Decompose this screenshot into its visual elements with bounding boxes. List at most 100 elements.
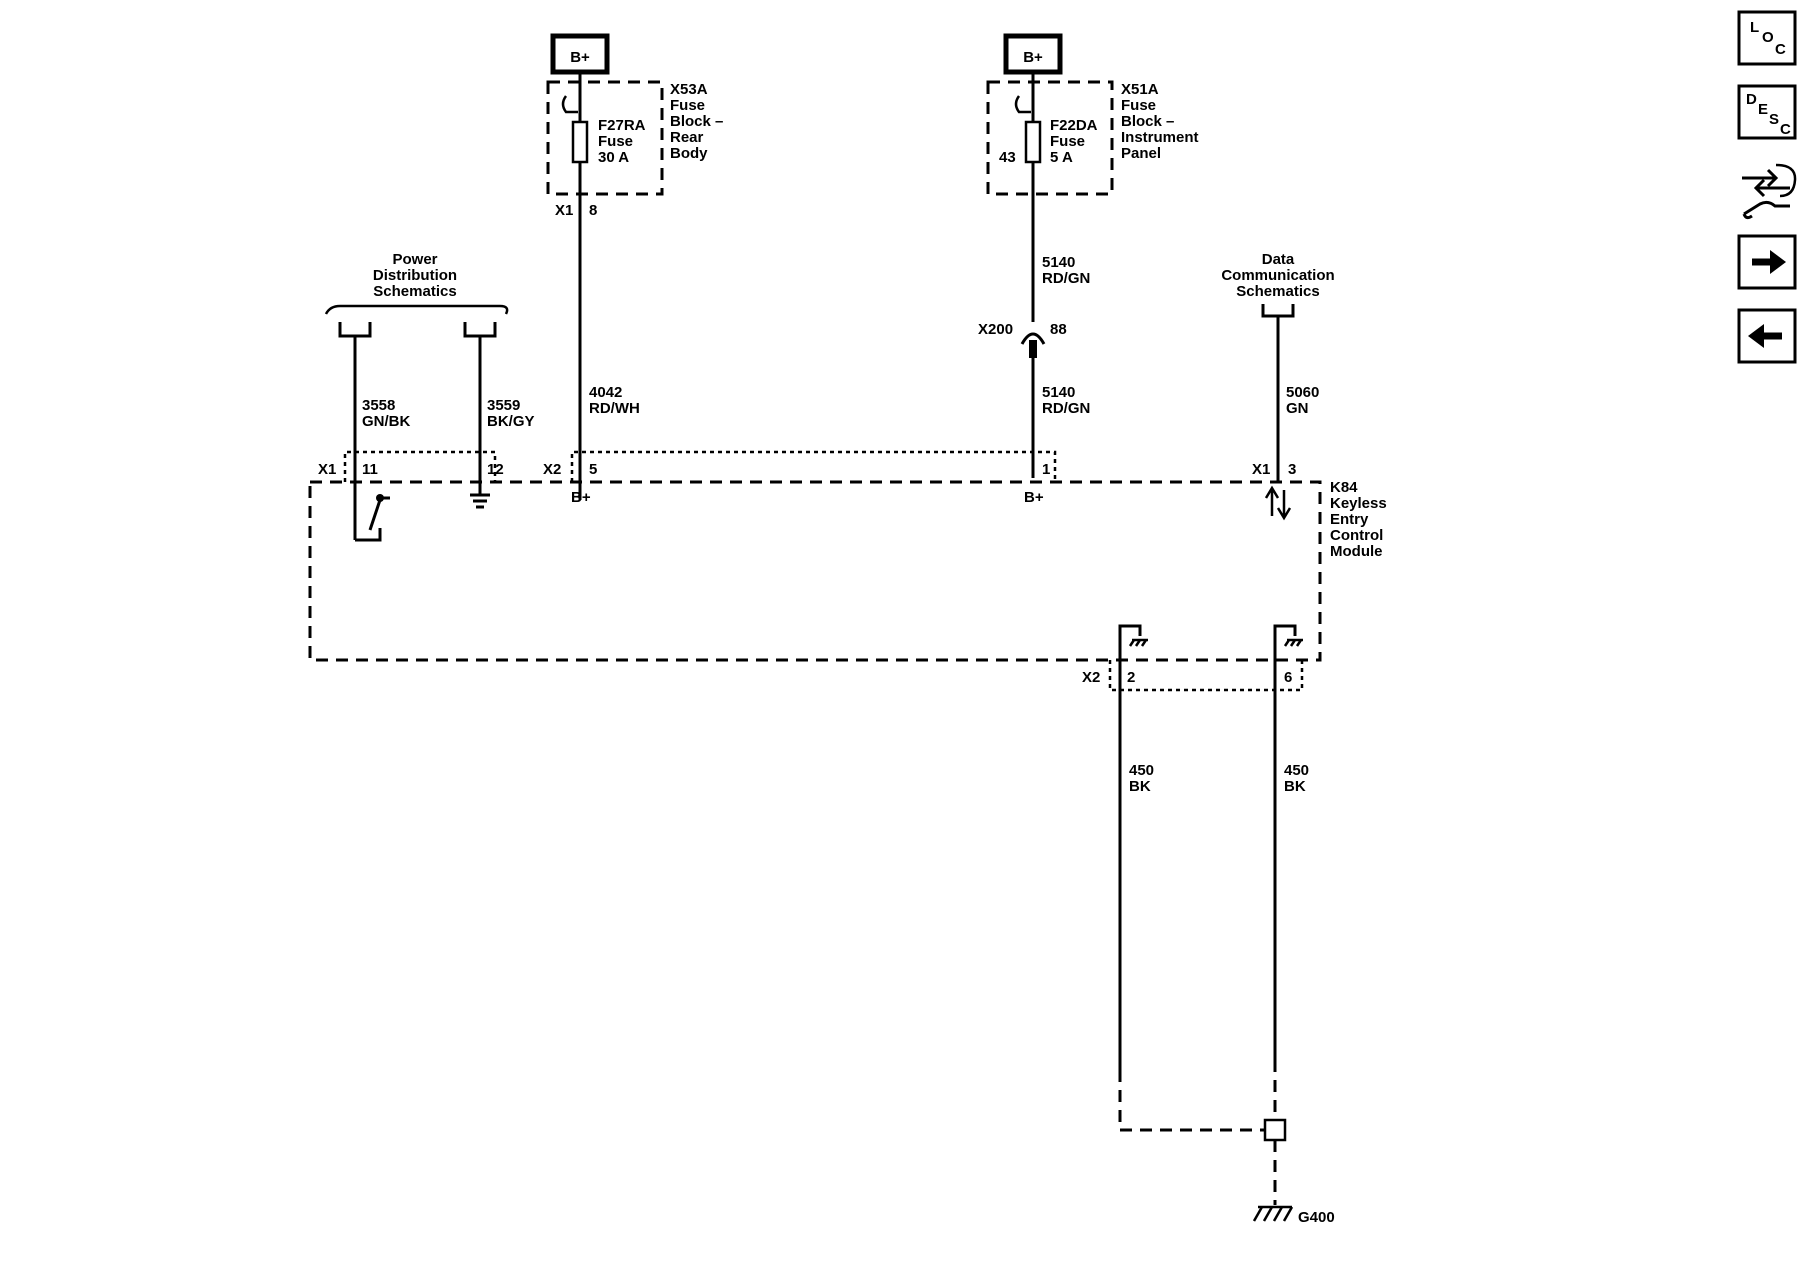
reference-label: Communication: [1221, 267, 1334, 284]
keyless-entry-control-module: X1 11 12 X2 5 1 X1 3 B+ B+ X2 2 6 K84 Ke…: [308, 450, 1387, 866]
b-plus-input: B+: [1024, 489, 1044, 506]
fuse-rating: 5 A: [1050, 149, 1073, 166]
reference-brace: [324, 304, 509, 315]
pin-label: 43: [999, 149, 1016, 166]
fuse-block-label: Block –: [1121, 113, 1174, 130]
reference-tab: [1261, 304, 1295, 318]
fuse-block-label: Panel: [1121, 145, 1161, 162]
ground-g400: G400: [1252, 1205, 1335, 1226]
connector-x2-bottom: [1108, 660, 1304, 692]
chassis-ground-icon: [1128, 638, 1148, 647]
connector-wrench-icon[interactable]: [1739, 158, 1797, 222]
loc-letter-c: C: [1775, 41, 1786, 58]
inline-connector-name: X200: [978, 321, 1013, 338]
data-arrow-down-icon: [1276, 490, 1292, 521]
module-name: Entry: [1330, 511, 1369, 528]
fuse-name: F22DA: [1050, 117, 1098, 134]
module-outline: [308, 480, 1322, 662]
next-button[interactable]: [1737, 234, 1797, 290]
module-name: Keyless: [1330, 495, 1387, 512]
fuse-block-label: Rear: [670, 129, 704, 146]
reference-label: Data: [1262, 251, 1295, 268]
module-name: Control: [1330, 527, 1383, 544]
pin-label: 2: [1127, 669, 1135, 686]
connector-label: X2: [543, 461, 561, 478]
fuse-block-outline: [546, 80, 664, 196]
loc-button[interactable]: L O C: [1737, 10, 1797, 66]
wire-color: RD/GN: [1042, 270, 1090, 287]
wire-color: GN: [1286, 400, 1309, 417]
reference-label: Distribution: [373, 267, 457, 284]
b-plus-input: B+: [571, 489, 591, 506]
module-ground-6: [1273, 624, 1297, 866]
chassis-ground-icon: [1283, 638, 1303, 647]
circuit-number: 450: [1284, 762, 1309, 779]
circuit-number: 3558: [362, 397, 395, 414]
desc-letter-s: S: [1769, 111, 1779, 128]
desc-letter-c: C: [1780, 121, 1791, 138]
data-arrow-up-icon: [1264, 485, 1280, 516]
splice-dashed: [1118, 1070, 1265, 1132]
prev-button[interactable]: [1737, 308, 1797, 364]
wire-color: RD/WH: [589, 400, 640, 417]
connector-label: X2: [1082, 669, 1100, 686]
circuit-number: 450: [1129, 762, 1154, 779]
connector-label: X1: [555, 202, 573, 219]
desc-button[interactable]: D E S C: [1737, 84, 1797, 140]
reference-tab: [463, 322, 497, 338]
pin-label: 12: [487, 461, 504, 478]
circuit-number: 5140: [1042, 384, 1075, 401]
signal-ground-icon: [470, 493, 490, 509]
fuse-block-label: Fuse: [1121, 97, 1156, 114]
b-plus-label: B+: [1023, 49, 1043, 66]
fuse-name: F27RA: [598, 117, 646, 134]
reference-label: Power: [392, 251, 437, 268]
fuse-block-id: X53A: [670, 81, 708, 98]
inline-connector-pin: 88: [1050, 321, 1067, 338]
data-communication-reference[interactable]: Data Communication Schematics 5060 GN: [1221, 251, 1335, 482]
inline-connector-icon: [1020, 332, 1046, 345]
wire-color: BK/GY: [487, 413, 535, 430]
fuse-block-label: Instrument: [1121, 129, 1199, 146]
fuse-word: Fuse: [598, 133, 633, 150]
splice-pack-icon: [1263, 1118, 1287, 1142]
fuse-f27ra-icon: [571, 120, 589, 164]
switch-icon: [355, 499, 382, 542]
pin-label: 8: [589, 202, 597, 219]
ground-wires: 450 BK 450 BK: [1118, 690, 1309, 1205]
reference-label: Schematics: [373, 283, 456, 300]
desc-letter-d: D: [1746, 91, 1757, 108]
ground-name: G400: [1298, 1209, 1335, 1226]
arrow-left-icon: [1748, 324, 1764, 348]
loc-letter-l: L: [1750, 19, 1759, 36]
chassis-ground-icon: [1252, 1205, 1294, 1222]
connector-label: X1: [318, 461, 336, 478]
module-name: K84: [1330, 479, 1358, 496]
reference-label: Schematics: [1236, 283, 1319, 300]
loc-letter-o: O: [1762, 29, 1774, 46]
circuit-number: 4042: [589, 384, 622, 401]
connector-label: X1: [1252, 461, 1270, 478]
fuse-clip-icon: [561, 95, 578, 114]
fuse-block-label: Fuse: [670, 97, 705, 114]
connector-x2-top: [570, 450, 1057, 482]
pin-label: 5: [589, 461, 597, 478]
circuit-number: 5140: [1042, 254, 1075, 271]
pin-label: 11: [362, 461, 378, 478]
connector-x1-left: [343, 450, 497, 482]
fuse-rating: 30 A: [598, 149, 629, 166]
fuse-clip-icon: [1014, 95, 1031, 114]
arrow-right-icon: [1770, 250, 1786, 274]
fuse-block-label: Block –: [670, 113, 723, 130]
power-distribution-reference[interactable]: Power Distribution Schematics 3558 GN/BK…: [324, 251, 535, 540]
pin-label: 3: [1288, 461, 1296, 478]
pin-label: 1: [1042, 461, 1050, 478]
desc-letter-e: E: [1758, 101, 1768, 118]
fuse-block-instrument-panel: B+ 43 F22DA Fuse 5 A X51A Fuse Block – I…: [978, 33, 1199, 478]
fuse-block-outline: [986, 80, 1114, 196]
wire-color: RD/GN: [1042, 400, 1090, 417]
b-plus-label: B+: [570, 49, 590, 66]
module-ground-2: [1118, 624, 1142, 866]
pin-label: 6: [1284, 669, 1292, 686]
